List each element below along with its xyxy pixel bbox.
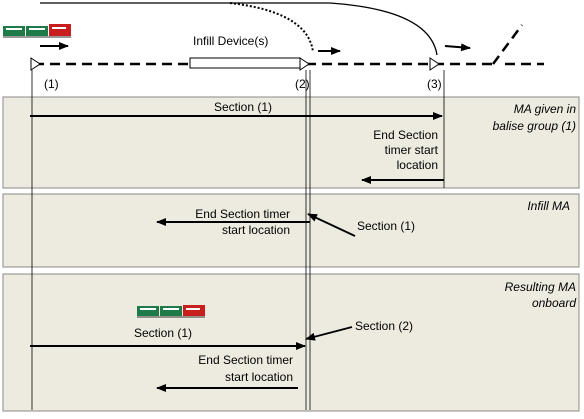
- train-icon: [3, 24, 71, 38]
- panel-3-end-section-line-1: End Section timer: [198, 353, 293, 367]
- balise-3-marker: [429, 57, 440, 71]
- panel-1-title-line-2: balise group (1): [493, 119, 576, 133]
- balise-2-marker: [299, 57, 310, 71]
- panel-3-title-line-2: onboard: [532, 296, 576, 310]
- panel-1-title-line-1: MA given in: [514, 102, 577, 116]
- panel-1-end-section-line-3: location: [397, 158, 438, 172]
- infill-device: [189, 57, 301, 69]
- infill-device-label: Infill Device(s): [193, 34, 268, 48]
- panel-2-end-section-line-1: End Section timer: [195, 207, 290, 221]
- track-area: Infill Device(s) (1) (2) (3): [3, 2, 544, 91]
- diverging-track: [491, 24, 524, 65]
- balise-3-direction-arrow: [444, 43, 471, 52]
- onboard-train-icon: [137, 305, 205, 318]
- panel-3-section-2-label: Section (2): [355, 319, 413, 333]
- panel-1-section-label: Section (1): [214, 100, 272, 114]
- panel-3-section-1-label: Section (1): [134, 326, 192, 340]
- panel-2-section-label: Section (1): [357, 219, 415, 233]
- panel-2-end-section-line-2: start location: [222, 223, 290, 237]
- panel-3-title-line-1: Resulting MA: [505, 280, 576, 294]
- panel-ma-balise-group: MA given in balise group (1) Section (1)…: [2, 96, 580, 189]
- panel-2-section-pointer: [307, 213, 356, 237]
- panel-2-title: Infill MA: [527, 199, 570, 213]
- panel-3-section-2-pointer: [305, 326, 353, 341]
- panel-infill-ma: Infill MA End Section timer start locati…: [2, 193, 580, 268]
- panel-resulting-ma: Resulting MA onboard Section (1) Section…: [2, 273, 580, 412]
- balise-3-curve: [40, 2, 438, 56]
- balise-1-marker: [30, 57, 41, 71]
- panel-1-end-section-line-1: End Section: [373, 128, 438, 142]
- panel-1-end-section-line-2: timer start: [385, 143, 439, 157]
- balise-reference-lines: [31, 70, 445, 410]
- balise-2-label: (2): [295, 77, 310, 91]
- balise-3-label: (3): [427, 77, 442, 91]
- panel-3-end-section-line-2: start location: [225, 370, 293, 384]
- balise-1-label: (1): [44, 77, 59, 91]
